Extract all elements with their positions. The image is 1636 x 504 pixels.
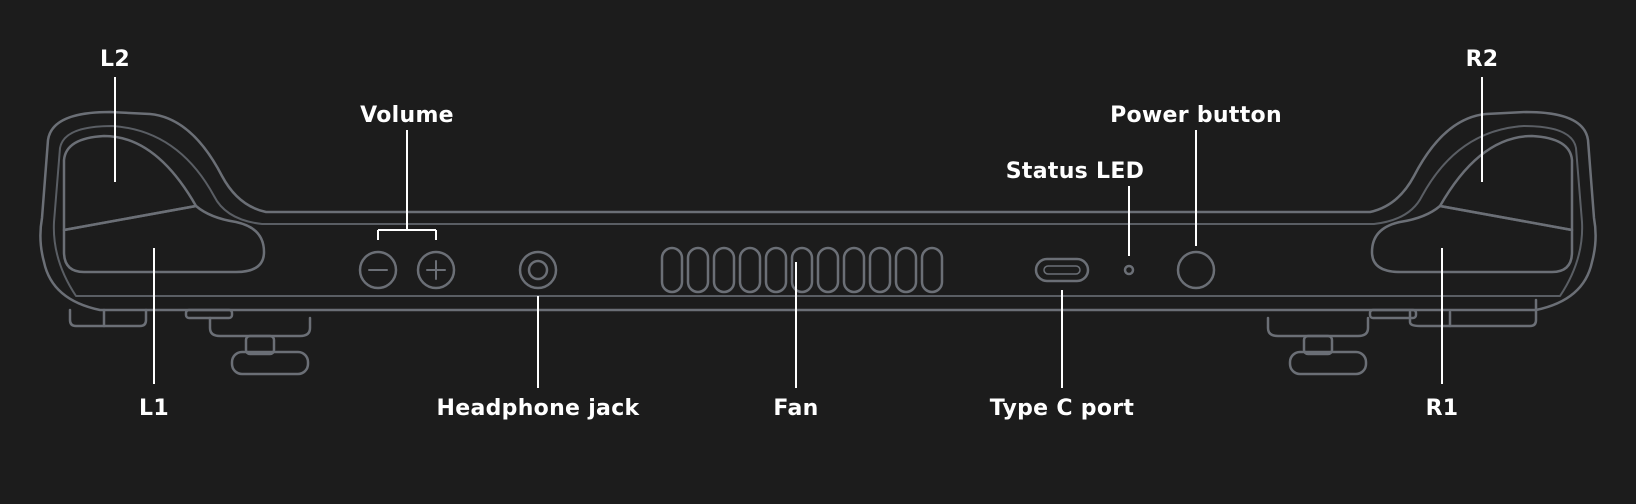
label-l2: L2: [100, 47, 130, 72]
r1-bumper: [1370, 204, 1574, 274]
device-outline: [39, 110, 1597, 312]
left-lower-tabs: [68, 308, 234, 328]
power-button: [1176, 250, 1216, 290]
status-led: [1123, 264, 1135, 276]
left-thumbstick: [208, 316, 312, 376]
right-thumbstick: [1266, 316, 1370, 376]
label-headphone-jack: Headphone jack: [436, 396, 640, 421]
label-r2: R2: [1465, 47, 1499, 72]
headphone-jack: [518, 250, 558, 290]
label-volume: Volume: [360, 103, 454, 128]
label-status-led: Status LED: [1005, 159, 1145, 184]
r2-trigger: [1438, 134, 1574, 232]
device-inner-outline: [52, 125, 1584, 297]
type-c-port: [1034, 257, 1090, 283]
fan-vent: [660, 246, 944, 294]
l2-trigger: [62, 134, 198, 232]
label-fan: Fan: [773, 396, 819, 421]
leader-lines: [114, 77, 1483, 388]
label-r1: R1: [1425, 396, 1459, 421]
l1-bumper: [62, 204, 266, 274]
volume-up-button: [416, 250, 456, 290]
label-power-button: Power button: [1110, 103, 1282, 128]
right-lower-tabs: [1368, 298, 1538, 328]
leader-volume: [377, 130, 437, 240]
volume-down-button: [358, 250, 398, 290]
label-type-c-port: Type C port: [989, 396, 1135, 421]
label-l1: L1: [139, 396, 169, 421]
